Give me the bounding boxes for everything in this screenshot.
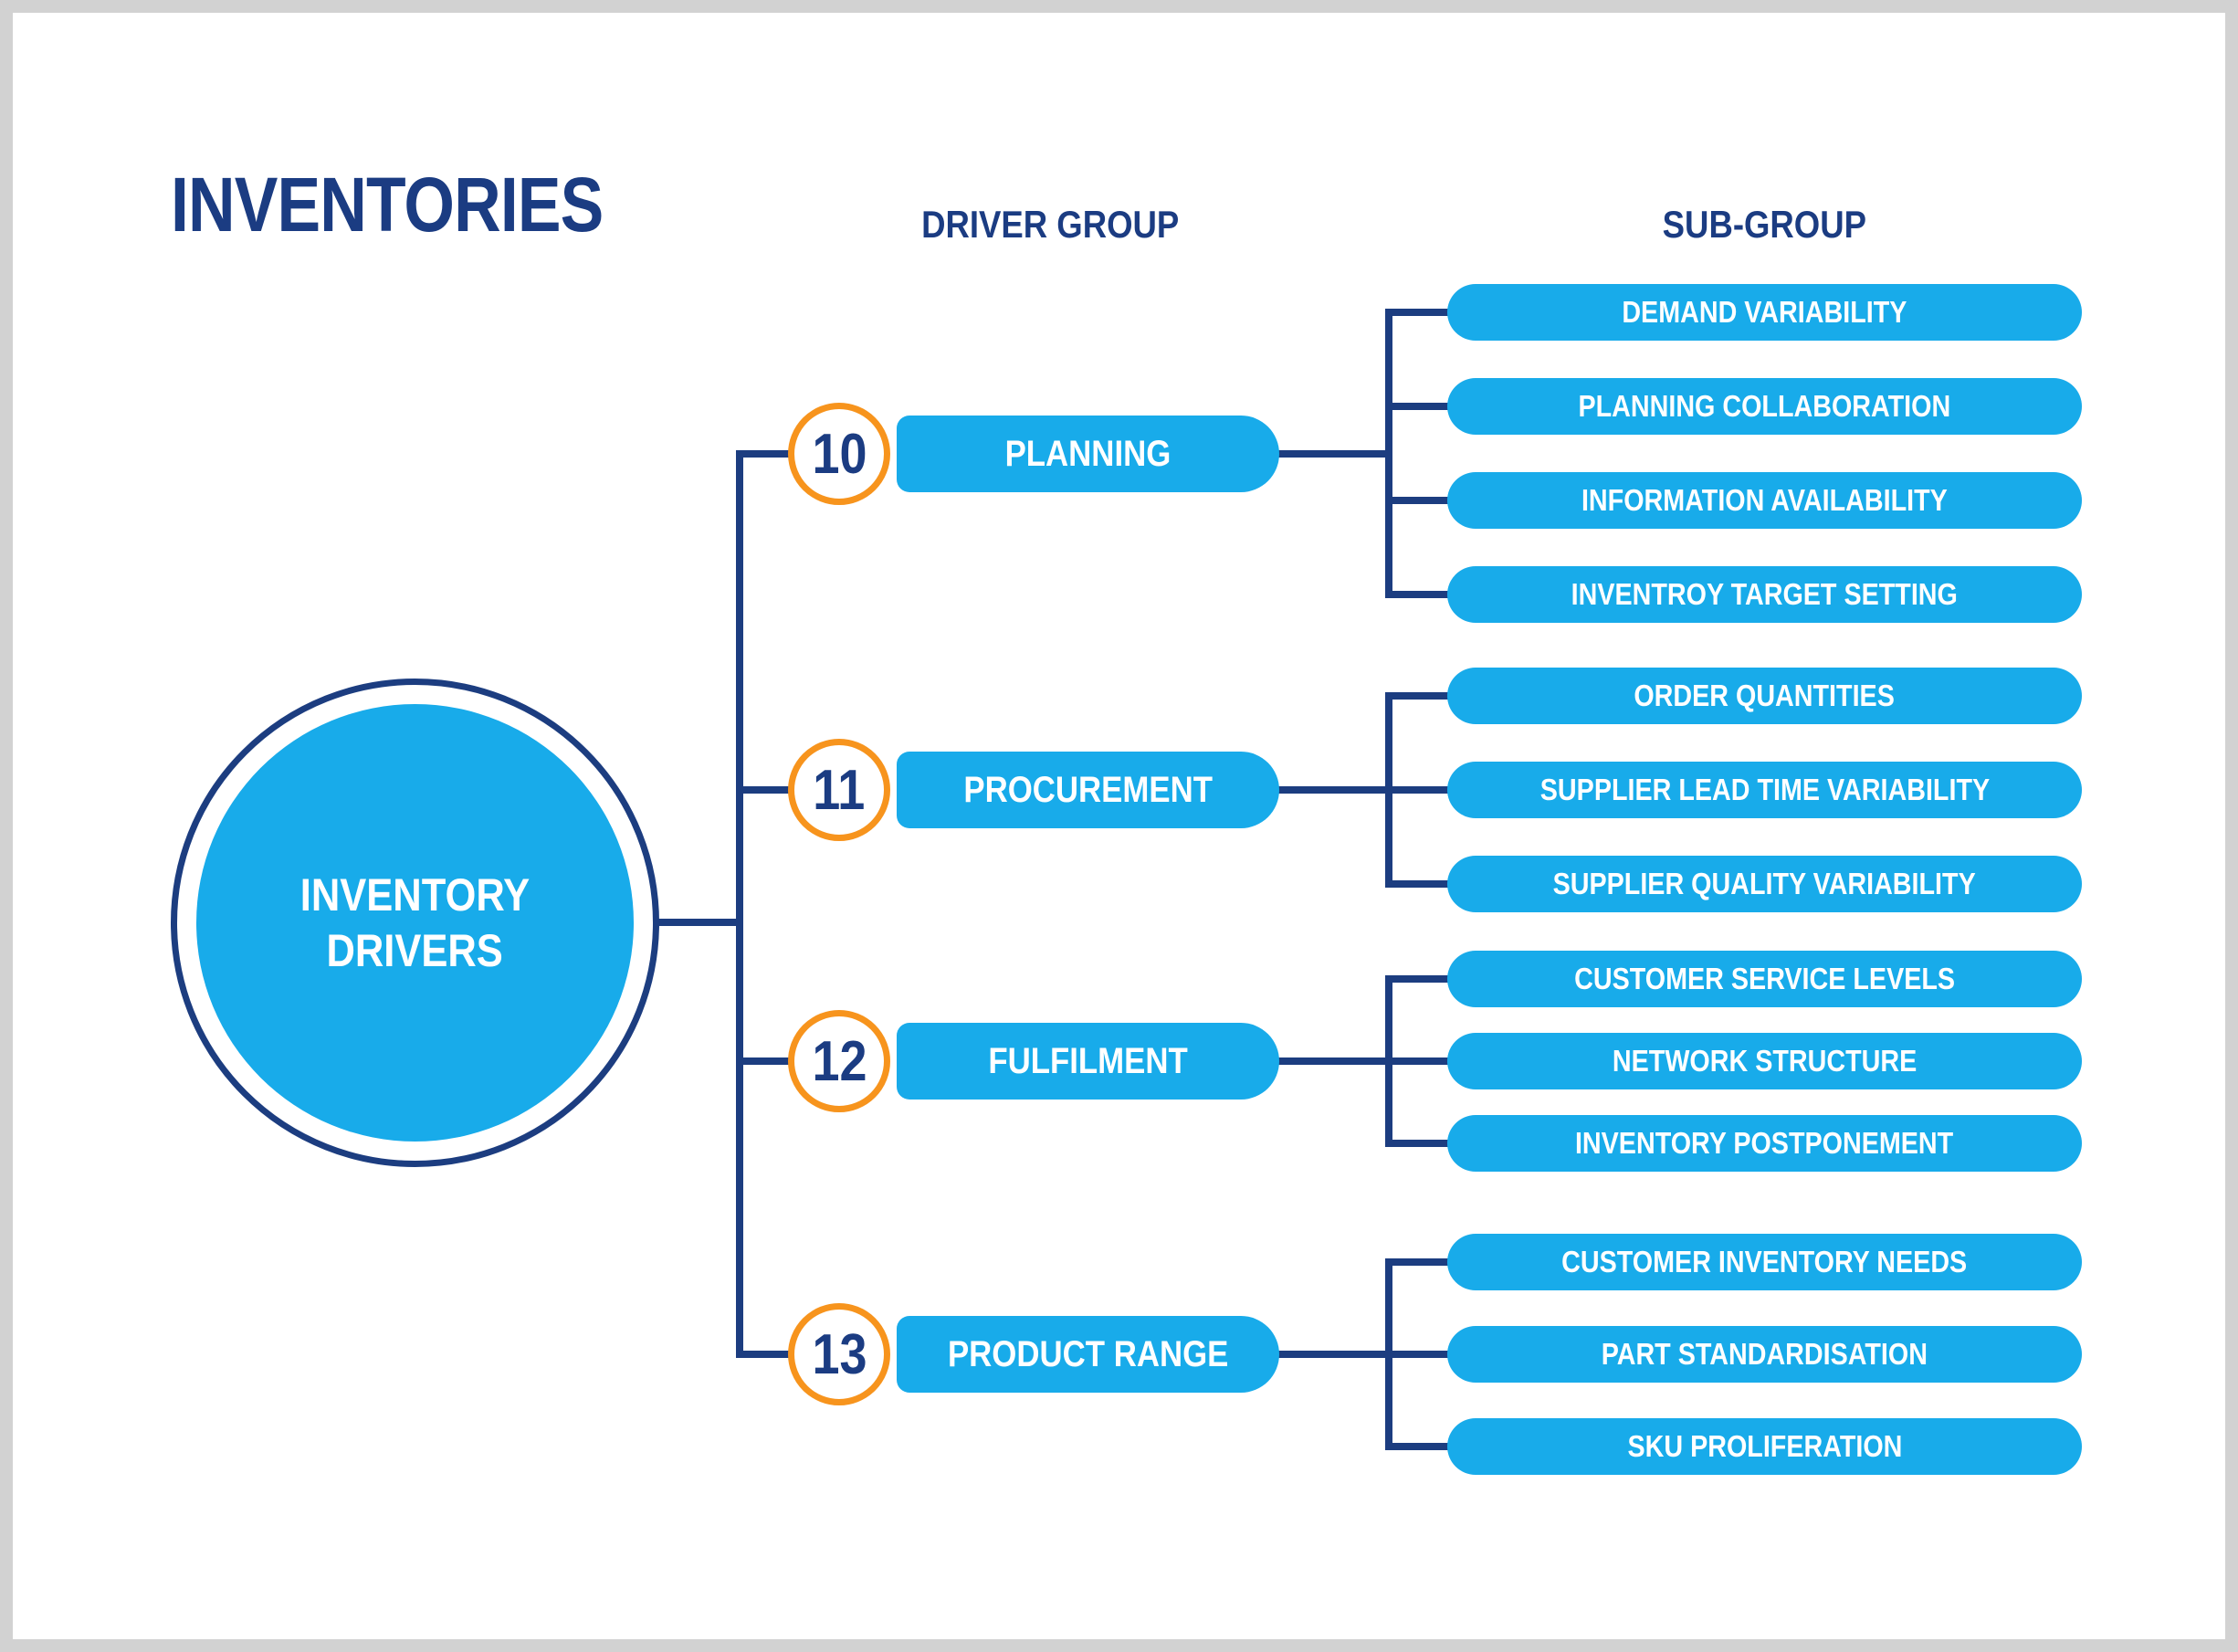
- subgroup-pill: NETWORK STRUCTURE: [1447, 1033, 2082, 1089]
- group-12-pill: FULFILMENT: [897, 1023, 1279, 1100]
- group-12-number-badge: 12: [788, 1010, 890, 1112]
- page-title: INVENTORIES: [171, 161, 679, 249]
- group-11-pill: PROCUREMENT: [897, 752, 1279, 828]
- group-10-pill: PLANNING: [897, 416, 1279, 492]
- page-title-text: INVENTORIES: [171, 162, 604, 247]
- connector-root-line: [639, 919, 740, 926]
- subgroup-pill: SUPPLIER QUALITY VARIABILITY: [1447, 856, 2082, 912]
- inventory-drivers-node: INVENTORY DRIVERS: [171, 679, 659, 1167]
- column-header-sub-group: SUB-GROUP: [1662, 203, 1866, 246]
- connector-line: [1389, 1140, 1453, 1147]
- connector-line: [1389, 309, 1453, 316]
- subgroup-pill: PLANNING COLLABORATION: [1447, 378, 2082, 435]
- group-13-pill: PRODUCT RANGE: [897, 1316, 1279, 1393]
- connector-line: [1389, 1351, 1453, 1358]
- subgroup-trunk-line: [1385, 309, 1392, 598]
- subgroup-pill: INVENTORY POSTPONEMENT: [1447, 1115, 2082, 1172]
- connector-line: [1389, 1258, 1453, 1266]
- connector-line: [1389, 403, 1453, 410]
- connector-line: [736, 1351, 794, 1358]
- group-11-number-badge: 11: [788, 739, 890, 841]
- subgroup-pill: ORDER QUANTITIES: [1447, 668, 2082, 724]
- connector-line: [1274, 1057, 1392, 1065]
- inventory-drivers-label: INVENTORY DRIVERS: [196, 704, 634, 1142]
- subgroup-pill: SKU PROLIFERATION: [1447, 1418, 2082, 1475]
- connector-line: [1389, 880, 1453, 888]
- subgroup-pill: PART STANDARDISATION: [1447, 1326, 2082, 1383]
- subgroup-pill: CUSTOMER SERVICE LEVELS: [1447, 951, 2082, 1007]
- connector-line: [1274, 786, 1392, 794]
- connector-line: [1389, 1057, 1453, 1065]
- group-10-number-badge: 10: [788, 403, 890, 505]
- connector-line: [736, 450, 794, 458]
- connector-line: [736, 1057, 794, 1065]
- connector-line: [1274, 450, 1392, 458]
- connector-line: [1389, 692, 1453, 700]
- connector-line: [1389, 786, 1453, 794]
- connector-line: [1389, 591, 1453, 598]
- connector-line: [1389, 497, 1453, 504]
- group-13-number-badge: 13: [788, 1303, 890, 1405]
- subgroup-pill: INFORMATION AVAILABILITY: [1447, 472, 2082, 529]
- column-header-driver-group: DRIVER GROUP: [920, 203, 1180, 246]
- connector-line: [1274, 1351, 1392, 1358]
- connector-line: [1389, 975, 1453, 983]
- connector-line: [1389, 1443, 1453, 1450]
- subgroup-pill: CUSTOMER INVENTORY NEEDS: [1447, 1234, 2082, 1290]
- subgroup-pill: SUPPLIER LEAD TIME VARIABILITY: [1447, 762, 2082, 818]
- connector-line: [736, 786, 794, 794]
- subgroup-pill: DEMAND VARIABILITY: [1447, 284, 2082, 341]
- subgroup-pill: INVENTROY TARGET SETTING: [1447, 566, 2082, 623]
- trunk-line: [736, 450, 743, 1358]
